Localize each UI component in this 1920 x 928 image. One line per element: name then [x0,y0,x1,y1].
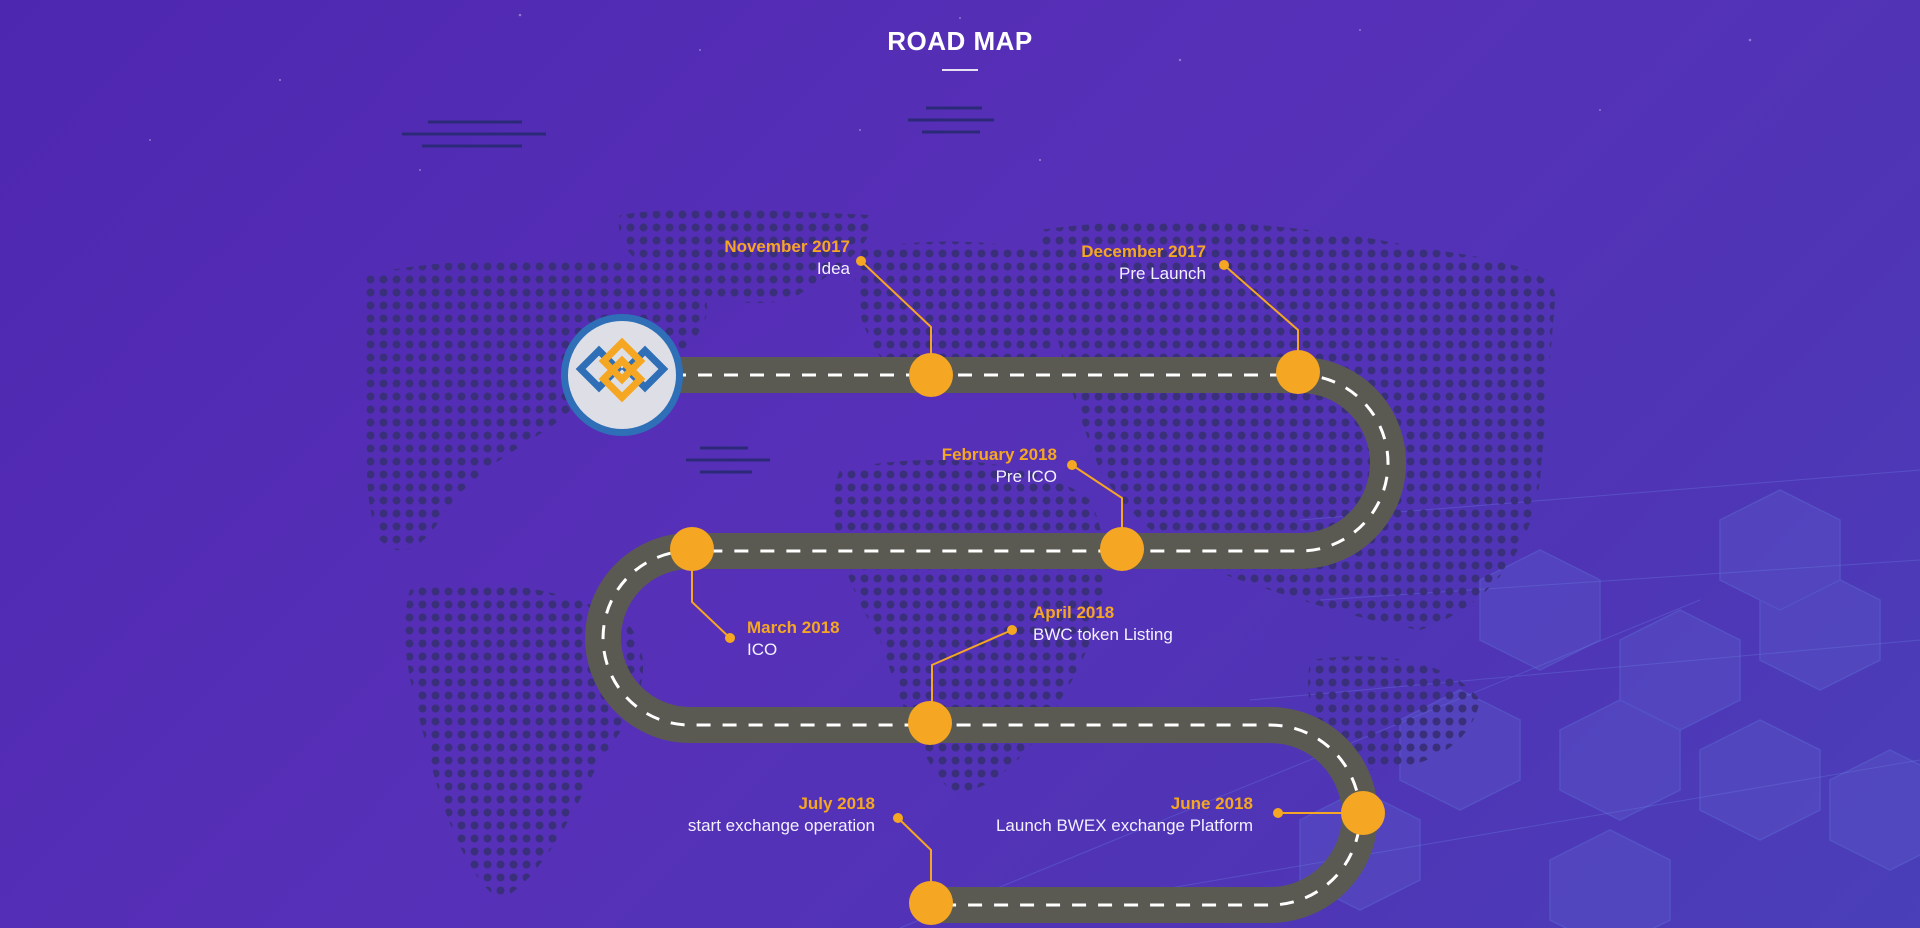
milestone-node-nov-2017[interactable] [909,353,953,397]
milestone-mar-2018: March 2018 ICO [747,617,1127,661]
milestone-date: July 2018 [798,794,875,813]
milestone-date: November 2017 [724,237,850,256]
bwc-chain-logo-icon [561,314,683,436]
milestone-title: Launch BWEX exchange Platform [995,816,1253,835]
title-underline [942,69,978,71]
milestone-node-mar-2018[interactable] [670,527,714,571]
milestone-title: ICO [747,640,778,659]
milestone-jul-2018: July 2018 start exchange operation [495,793,875,837]
milestone-date: December 2017 [1081,242,1206,261]
milestone-apr-2018: April 2018 BWC token Listing [1033,602,1413,646]
milestone-title: BWC token Listing [1033,625,1173,644]
milestone-node-dec-2017[interactable] [1276,350,1320,394]
milestone-title: Idea [816,259,850,278]
milestone-date: June 2018 [1170,794,1253,813]
road-dash [601,373,1390,907]
connector-dot [856,256,866,266]
milestone-date: March 2018 [747,618,840,637]
milestone-title: Pre ICO [995,467,1057,486]
connector-dot [1007,625,1017,635]
milestone-nov-2017: November 2017 Idea [470,236,850,280]
connector-dot [893,813,903,823]
milestone-node-jun-2018[interactable] [1341,791,1385,835]
connector-dot [725,633,735,643]
milestone-date: February 2018 [941,445,1057,464]
milestone-node-feb-2018[interactable] [1100,527,1144,571]
milestone-node-apr-2018[interactable] [908,701,952,745]
milestone-feb-2018: February 2018 Pre ICO [677,444,1057,488]
connector-dot [1273,808,1283,818]
milestone-node-jul-2018[interactable] [909,881,953,925]
milestone-title: start exchange operation [687,816,875,835]
milestone-dec-2017: December 2017 Pre Launch [826,241,1206,285]
milestone-date: April 2018 [1033,603,1115,622]
page-title: ROAD MAP [887,26,1033,56]
milestone-jun-2018: June 2018 Launch BWEX exchange Platform [873,793,1253,837]
connector-dot [1219,260,1229,270]
connector-dot [1067,460,1077,470]
milestone-title: Pre Launch [1119,264,1206,283]
